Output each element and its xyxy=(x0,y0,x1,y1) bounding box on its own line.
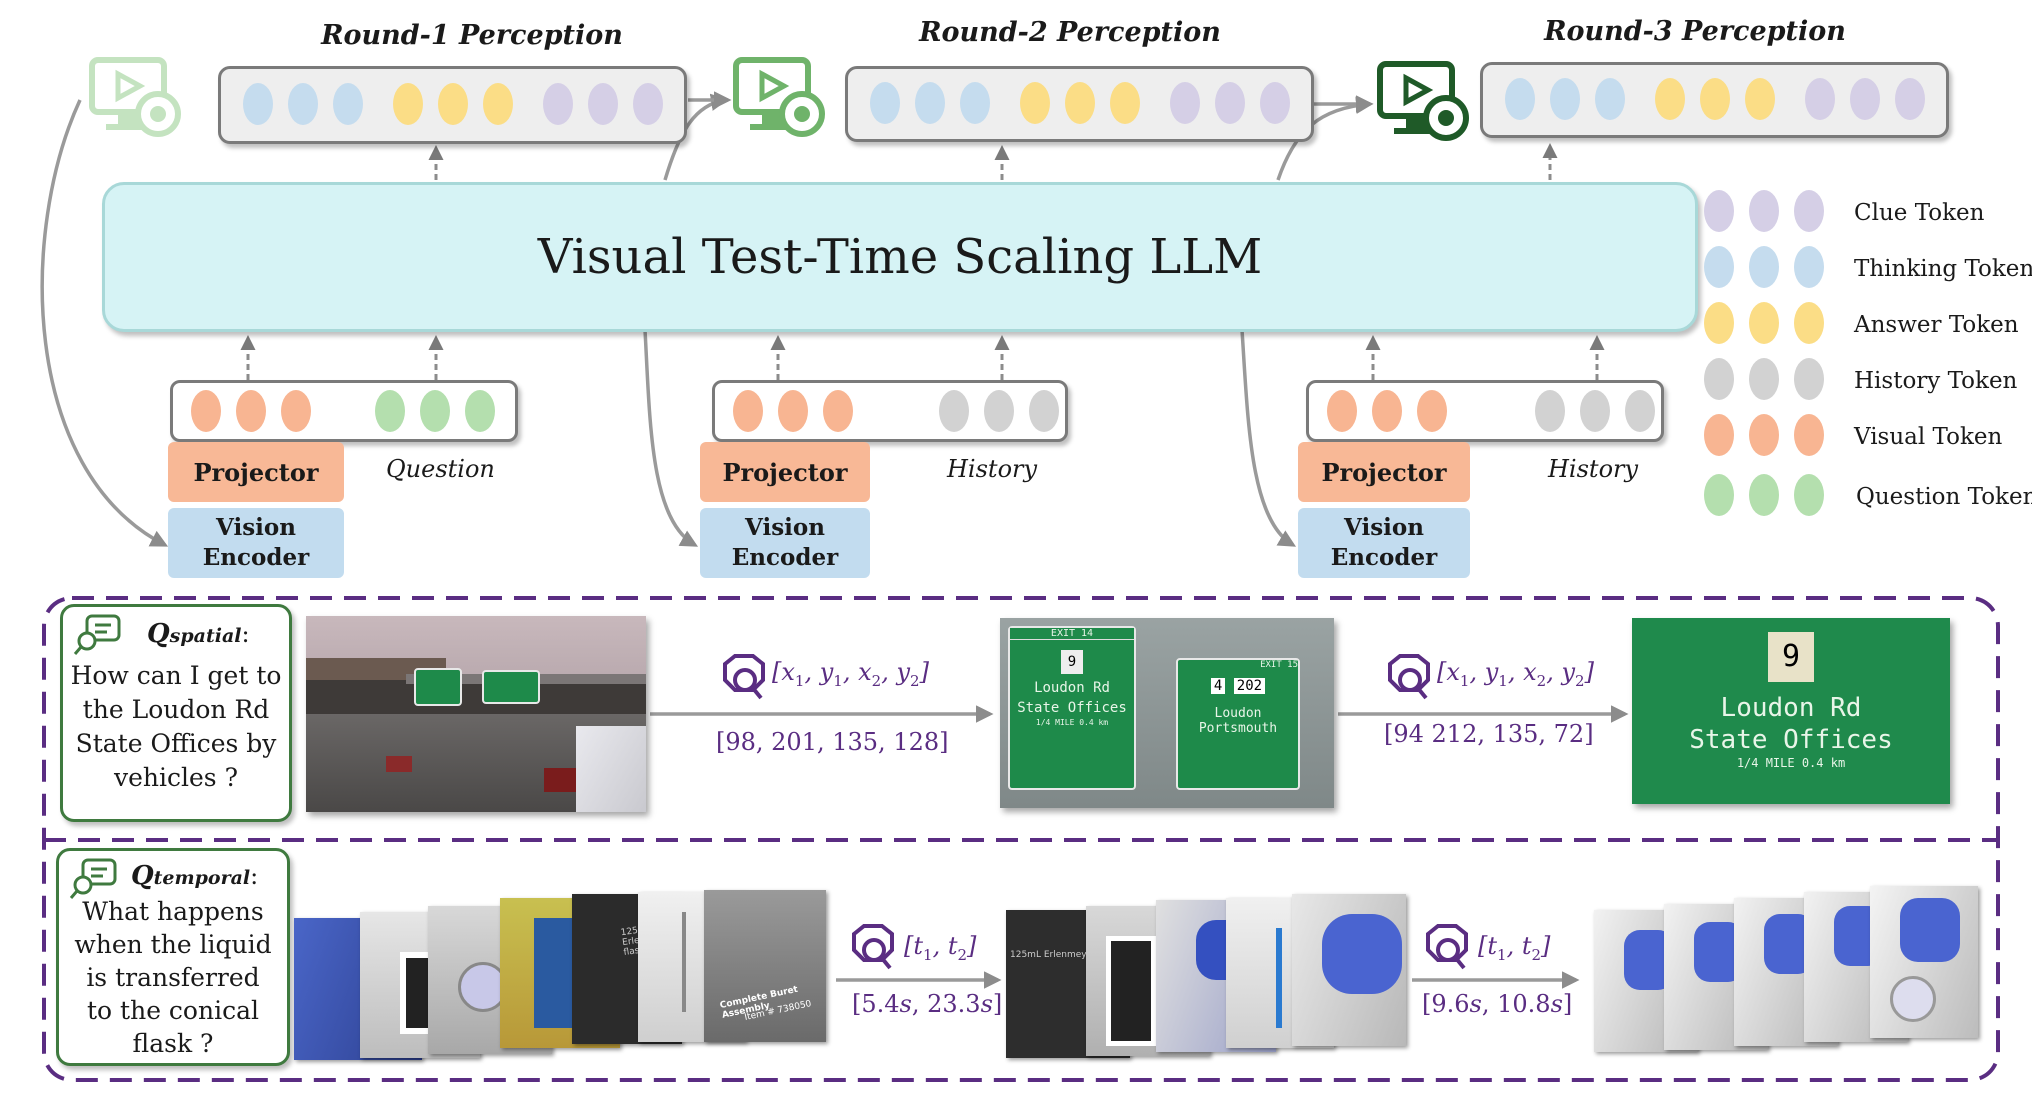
temporal-step1-value: [5.4s, 23.3s] xyxy=(852,990,1003,1018)
search-zoom-icon xyxy=(723,654,765,700)
legend-label-visual: Visual Token xyxy=(1854,424,2003,450)
input-1-token-bar xyxy=(170,380,518,442)
round-1-token-bar xyxy=(218,66,687,144)
projector-2: Projector xyxy=(700,442,870,502)
chat-search-icon xyxy=(73,614,121,655)
chat-search-icon xyxy=(69,858,117,899)
arrow-monitor1-to-encoder1 xyxy=(40,99,169,547)
arrow-llm-to-encoder3 xyxy=(1240,329,1297,547)
temporal-question-text: What happens when the liquid is transfer… xyxy=(74,897,272,1058)
vision-encoder-3: Vision Encoder xyxy=(1298,508,1470,578)
spatial-question-box: Qspatial: How can I get to the Loudon Rd… xyxy=(60,604,292,822)
vision-encoder-1: Vision Encoder xyxy=(168,508,344,578)
legend-label-thinking: Thinking Token xyxy=(1854,256,2032,282)
spatial-step2-value: [94 212, 135, 72] xyxy=(1384,720,1594,748)
video-frames-stack-1: 125mL Erlenmeyer flask Complete Buret As… xyxy=(294,890,834,1060)
round-3-title: Round-3 Perception xyxy=(1544,16,1846,47)
highway-photo xyxy=(306,616,646,812)
legend-label-answer: Answer Token xyxy=(1854,312,2019,338)
temporal-question-box: Qtemporal: What happens when the liquid … xyxy=(56,848,290,1066)
zoomed-signs-photo: EXIT 14 9 Loudon Rd State Offices 1/4 MI… xyxy=(1000,618,1334,808)
spatial-q-title: Qspatial: xyxy=(147,619,250,649)
monitor-camera-icon-mid xyxy=(733,57,825,137)
spatial-question-text: How can I get to the Loudon Rd State Off… xyxy=(70,661,282,792)
projector-1: Projector xyxy=(168,442,344,502)
monitor-camera-icon-dark xyxy=(1377,61,1469,141)
final-zoom-sign: 9 Loudon Rd State Offices 1/4 MILE 0.4 k… xyxy=(1632,618,1950,804)
round-2-token-bar xyxy=(845,66,1314,142)
spatial-step1-formula: [x1, y1, x2, y2] xyxy=(772,658,929,690)
spatial-step2-formula: [x1, y1, x2, y2] xyxy=(1437,658,1594,690)
search-zoom-icon xyxy=(1426,924,1468,970)
round-3-token-bar xyxy=(1480,62,1949,138)
arrow-llm-to-encoder2 xyxy=(643,329,699,547)
search-zoom-icon xyxy=(852,924,894,970)
temporal-step1-formula: [t1, t2] xyxy=(904,932,977,964)
legend-label-history: History Token xyxy=(1854,368,2018,394)
round-1-title: Round-1 Perception xyxy=(321,20,623,51)
legend-label-clue: Clue Token xyxy=(1854,200,1985,226)
llm-box: Visual Test-Time Scaling LLM xyxy=(102,182,1698,332)
round-2-title: Round-2 Perception xyxy=(919,17,1221,48)
input-2-label: History xyxy=(947,455,1038,483)
legend: Clue Token Thinking Token Answer Token H… xyxy=(1700,190,2032,530)
spatial-step1-value: [98, 201, 135, 128] xyxy=(716,728,949,756)
projector-3: Projector xyxy=(1298,442,1470,502)
temporal-step2-value: [9.6s, 10.8s] xyxy=(1422,990,1573,1018)
vision-encoder-2: Vision Encoder xyxy=(700,508,870,578)
input-3-token-bar xyxy=(1306,380,1664,442)
temporal-q-title: Qtemporal: xyxy=(131,861,259,891)
search-zoom-icon xyxy=(1388,654,1430,700)
monitor-camera-icon-light xyxy=(89,57,181,137)
temporal-step2-formula: [t1, t2] xyxy=(1478,932,1551,964)
input-2-token-bar xyxy=(712,380,1068,442)
input-3-label: History xyxy=(1548,455,1639,483)
llm-title: Visual Test-Time Scaling LLM xyxy=(537,229,1263,285)
legend-label-question: Question Token xyxy=(1856,484,2032,510)
video-frames-stack-3 xyxy=(1594,886,1984,1056)
video-frames-stack-2: 125mL Erlenmeyer flask xyxy=(1006,894,1410,1064)
input-1-label: Question xyxy=(386,455,495,483)
